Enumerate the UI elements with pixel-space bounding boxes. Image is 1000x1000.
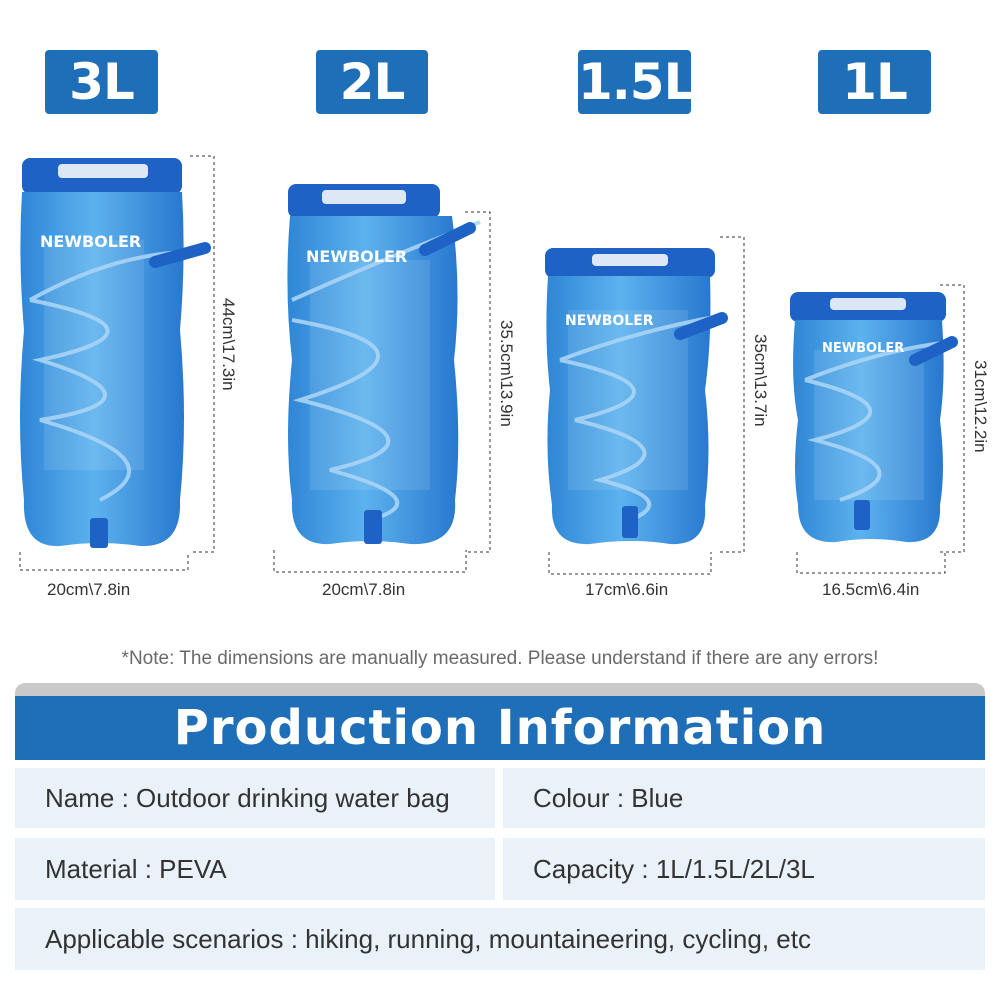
bag-2l-height-label: 35.5cm\13.9in (497, 320, 516, 427)
bag-1l-logo: NEWBOLER (822, 341, 904, 356)
bag-1l-height-label: 31cm\12.2in (971, 360, 990, 453)
info-name: Name : Outdoor drinking water bag (45, 782, 450, 813)
capacity-badge-2l: 2L (316, 50, 428, 114)
bag-1-5l-image: NEWBOLER (545, 248, 728, 554)
info-title: Production Information (15, 696, 985, 760)
bag-1-5l-width-label: 17cm\6.6in (585, 580, 669, 599)
info-material: Material : PEVA (45, 853, 227, 884)
bag-1-5l-dimension-guides (548, 236, 745, 575)
info-capacity: Capacity : 1L/1.5L/2L/3L (533, 853, 815, 884)
bag-3l-width-label: 20cm\7.8in (47, 580, 131, 599)
measurement-note: *Note: The dimensions are manually measu… (121, 648, 879, 669)
capacity-badge-3l: 3L (45, 50, 158, 114)
bag-1l-image: NEWBOLER (790, 292, 958, 543)
capacity-badge-1l: 1L (818, 50, 931, 114)
bag-2l-logo: NEWBOLER (306, 247, 407, 266)
svg-text:NEWBOLER: NEWBOLER (565, 313, 654, 329)
info-capacity-cell: Capacity : 1L/1.5L/2L/3L (503, 838, 985, 900)
info-name-cell: Name : Outdoor drinking water bag (15, 768, 495, 828)
info-colour-cell: Colour : Blue (503, 768, 985, 828)
bag-2l-width-label: 20cm\7.8in (322, 580, 406, 599)
svg-text:NEWBOLER: NEWBOLER (306, 247, 407, 266)
bag-2l-dimension-guides (273, 211, 491, 573)
bag-2l-image: NEWBOLER (287, 184, 481, 545)
bag-1-5l-height-label: 35cm\13.7in (751, 334, 770, 427)
bag-3l-image: NEWBOLER (20, 158, 211, 548)
bag-1-5l-logo: NEWBOLER (565, 313, 654, 329)
bag-3l-logo: NEWBOLER (40, 232, 141, 251)
info-scenarios: Applicable scenarios : hiking, running, … (45, 923, 811, 954)
bag-1l-width-label: 16.5cm\6.4in (822, 580, 920, 599)
info-scenarios-cell: Applicable scenarios : hiking, running, … (15, 908, 985, 970)
info-colour: Colour : Blue (533, 782, 684, 813)
capacity-badge-1-5l: 1.5L (578, 50, 695, 114)
svg-text:NEWBOLER: NEWBOLER (822, 341, 904, 356)
hydration-bags-illustration: NEWBOLER NEWBOLER NEWBOLER (19, 155, 965, 575)
info-material-cell: Material : PEVA (15, 838, 495, 900)
bag-3l-height-label: 44cm\17.3in (219, 298, 238, 391)
svg-text:NEWBOLER: NEWBOLER (40, 232, 141, 251)
bag-3l-dimension-guides (19, 155, 215, 571)
bag-1l-dimension-guides (796, 284, 965, 574)
